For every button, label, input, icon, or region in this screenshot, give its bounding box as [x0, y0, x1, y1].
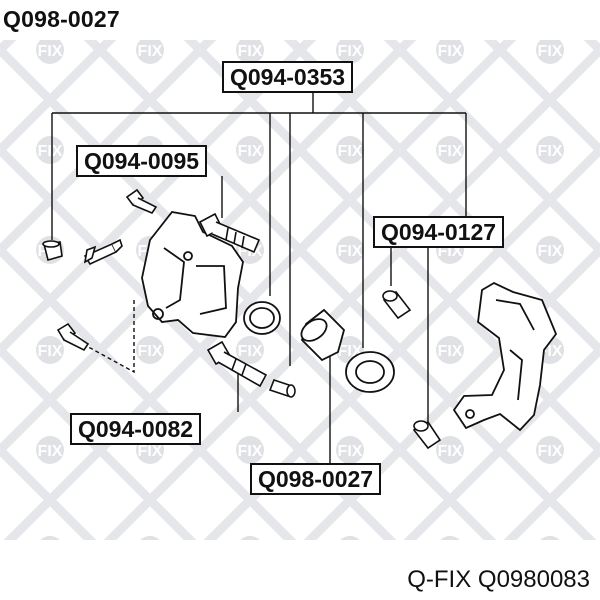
guide-bolt-upper	[125, 188, 158, 214]
guide-pin-q094-0082	[206, 340, 268, 388]
guide-pin-q094-0095	[198, 212, 261, 254]
part-label-q094-0082: Q094-0082	[70, 413, 202, 445]
leader-lines	[51, 91, 467, 463]
part-label-q094-0353: Q094-0353	[222, 61, 354, 93]
caliper-bracket	[452, 281, 558, 432]
bushing-q094-0127-lower	[412, 420, 442, 450]
piston-seal-ring	[243, 301, 281, 335]
brand-footer: Q-FIX Q0980083	[407, 566, 590, 593]
bleeder-valve	[83, 238, 123, 266]
caliper-housing	[141, 211, 244, 338]
dust-cap	[42, 240, 63, 261]
piston-boot	[345, 351, 395, 393]
part-label-q098-0027: Q098-0027	[250, 463, 382, 495]
guide-bolt-lower	[56, 322, 90, 352]
bushing-q094-0127-upper	[382, 290, 412, 320]
part-label-q094-0127: Q094-0127	[373, 216, 505, 248]
page-title: Q098-0027	[3, 6, 120, 32]
part-label-q094-0095: Q094-0095	[76, 145, 208, 177]
caliper-piston	[300, 308, 346, 362]
slide-bushing	[268, 379, 296, 398]
